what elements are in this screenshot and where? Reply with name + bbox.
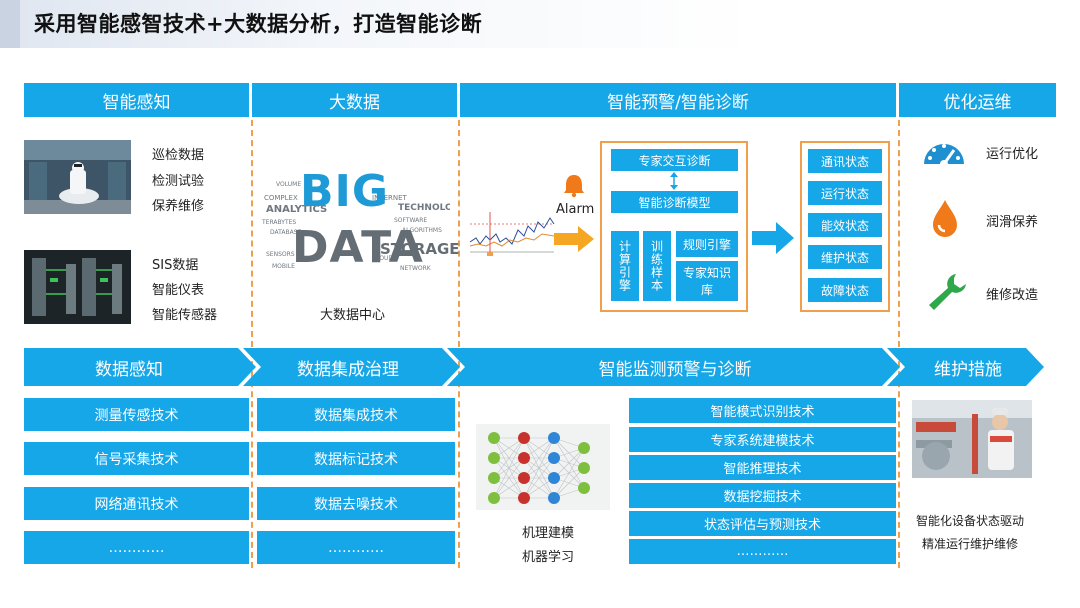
maintenance-caption: 智能化设备状态驱动 xyxy=(916,514,1025,528)
page-title: 采用智能感智技术+大数据分析，打造智能诊断 xyxy=(34,12,483,36)
svg-text:TERABYTES: TERABYTES xyxy=(262,219,296,226)
storage-word: STORAGE xyxy=(380,240,460,258)
bigdata-caption: 大数据中心 xyxy=(320,308,386,323)
state-item: 运行状态 xyxy=(808,181,882,205)
svg-text:SENSORS: SENSORS xyxy=(266,251,295,258)
inspection-robot-photo xyxy=(24,140,131,214)
data-word: DATA xyxy=(292,222,424,273)
ml-caption: 机理建模 xyxy=(522,526,575,541)
title-bar xyxy=(0,0,1080,48)
svg-text:DATABASE: DATABASE xyxy=(270,229,301,236)
operation-item: 运行优化 xyxy=(986,147,1039,162)
tech-item: ………… xyxy=(257,531,455,564)
expert-interaction-box: 专家交互诊断 xyxy=(611,149,738,171)
header-diagnosis: 智能预警/智能诊断 xyxy=(460,83,896,117)
chevron-maintenance: 维护措施 xyxy=(934,359,1002,380)
maintenance-worker-photo xyxy=(912,400,1032,478)
header-operations: 优化运维 xyxy=(899,83,1056,117)
diagnosis-model-box: 智能诊断模型 xyxy=(611,191,738,213)
rule-engine-box: 规则引擎 xyxy=(676,231,738,257)
divider xyxy=(251,120,253,568)
operation-item: 润滑保养 xyxy=(986,215,1039,230)
tech-item: 数据标记技术 xyxy=(257,442,455,475)
perception-item: 保养维修 xyxy=(152,199,205,214)
big-data-word-cloud: COMPLEX ANALYTICS TERABYTES DATABASE VOL… xyxy=(261,160,476,290)
state-item: 故障状态 xyxy=(808,278,882,302)
svg-text:NETWORK: NETWORK xyxy=(400,265,432,272)
chevron-band xyxy=(24,348,1044,386)
tech-item: 信号采集技术 xyxy=(24,442,249,475)
knowledge-base-box: 专家知识库 xyxy=(676,261,738,301)
perception-item: 巡检数据 xyxy=(152,148,205,163)
training-samples-box: 训练样本 xyxy=(643,231,671,301)
svg-text:ALGORITHMS: ALGORITHMS xyxy=(402,227,442,234)
maintenance-caption: 精准运行维护维修 xyxy=(922,537,1019,551)
ml-caption: 机器学习 xyxy=(522,550,575,565)
svg-text:ANALYTICS: ANALYTICS xyxy=(266,204,327,215)
svg-text:SOFTWARE: SOFTWARE xyxy=(394,217,427,224)
arrow-right-icon xyxy=(554,226,594,252)
state-item: 维护状态 xyxy=(808,245,882,269)
tech-item: ………… xyxy=(629,539,896,564)
svg-text:MOBILE: MOBILE xyxy=(272,263,295,270)
alarm-label: Alarm xyxy=(556,202,595,217)
state-item: 能效状态 xyxy=(808,213,882,237)
header-perception: 智能感知 xyxy=(24,83,249,117)
tech-item: 智能推理技术 xyxy=(629,455,896,480)
perception-item: SIS数据 xyxy=(152,258,199,273)
calc-engine-box: 计算引擎 xyxy=(611,231,639,301)
sis-screen-photo xyxy=(24,250,131,324)
bidirectional-arrow-icon xyxy=(669,172,679,190)
header-bigdata: 大数据 xyxy=(252,83,457,117)
tech-item: 状态评估与预测技术 xyxy=(629,511,896,536)
chevron-data-governance: 数据集成治理 xyxy=(297,359,399,380)
tech-item: 网络通讯技术 xyxy=(24,487,249,520)
perception-item: 检测试验 xyxy=(152,174,205,189)
gauge-icon xyxy=(922,134,966,168)
neural-network-image xyxy=(476,424,610,510)
tech-item: 测量传感技术 xyxy=(24,398,249,431)
perception-item: 智能传感器 xyxy=(152,308,218,323)
svg-text:INTERNET: INTERNET xyxy=(372,194,408,202)
divider xyxy=(898,120,900,568)
tech-item: ………… xyxy=(24,531,249,564)
svg-text:TECHNOLOGIES: TECHNOLOGIES xyxy=(398,203,450,213)
perception-item: 智能仪表 xyxy=(152,283,205,298)
svg-text:CLOUD: CLOUD xyxy=(372,255,393,262)
tech-item: 专家系统建模技术 xyxy=(629,427,896,452)
big-word: BIG xyxy=(300,166,390,217)
chevron-monitoring: 智能监测预警与诊断 xyxy=(598,359,752,380)
divider xyxy=(458,120,460,568)
trend-chart-image xyxy=(468,208,556,260)
arrow-right-icon xyxy=(752,222,794,254)
title-accent xyxy=(0,0,20,48)
chevron-data-perception: 数据感知 xyxy=(95,359,163,380)
tech-item: 数据挖掘技术 xyxy=(629,483,896,508)
wrench-icon xyxy=(926,272,968,312)
tech-item: 数据去噪技术 xyxy=(257,487,455,520)
tech-item: 智能模式识别技术 xyxy=(629,398,896,423)
alarm-bell-icon xyxy=(561,172,587,198)
svg-text:VOLUME: VOLUME xyxy=(276,181,301,188)
tech-item: 数据集成技术 xyxy=(257,398,455,431)
state-item: 通讯状态 xyxy=(808,149,882,173)
svg-text:COMPLEX: COMPLEX xyxy=(264,194,298,202)
oil-drop-icon xyxy=(930,198,960,238)
operation-item: 维修改造 xyxy=(986,288,1039,303)
